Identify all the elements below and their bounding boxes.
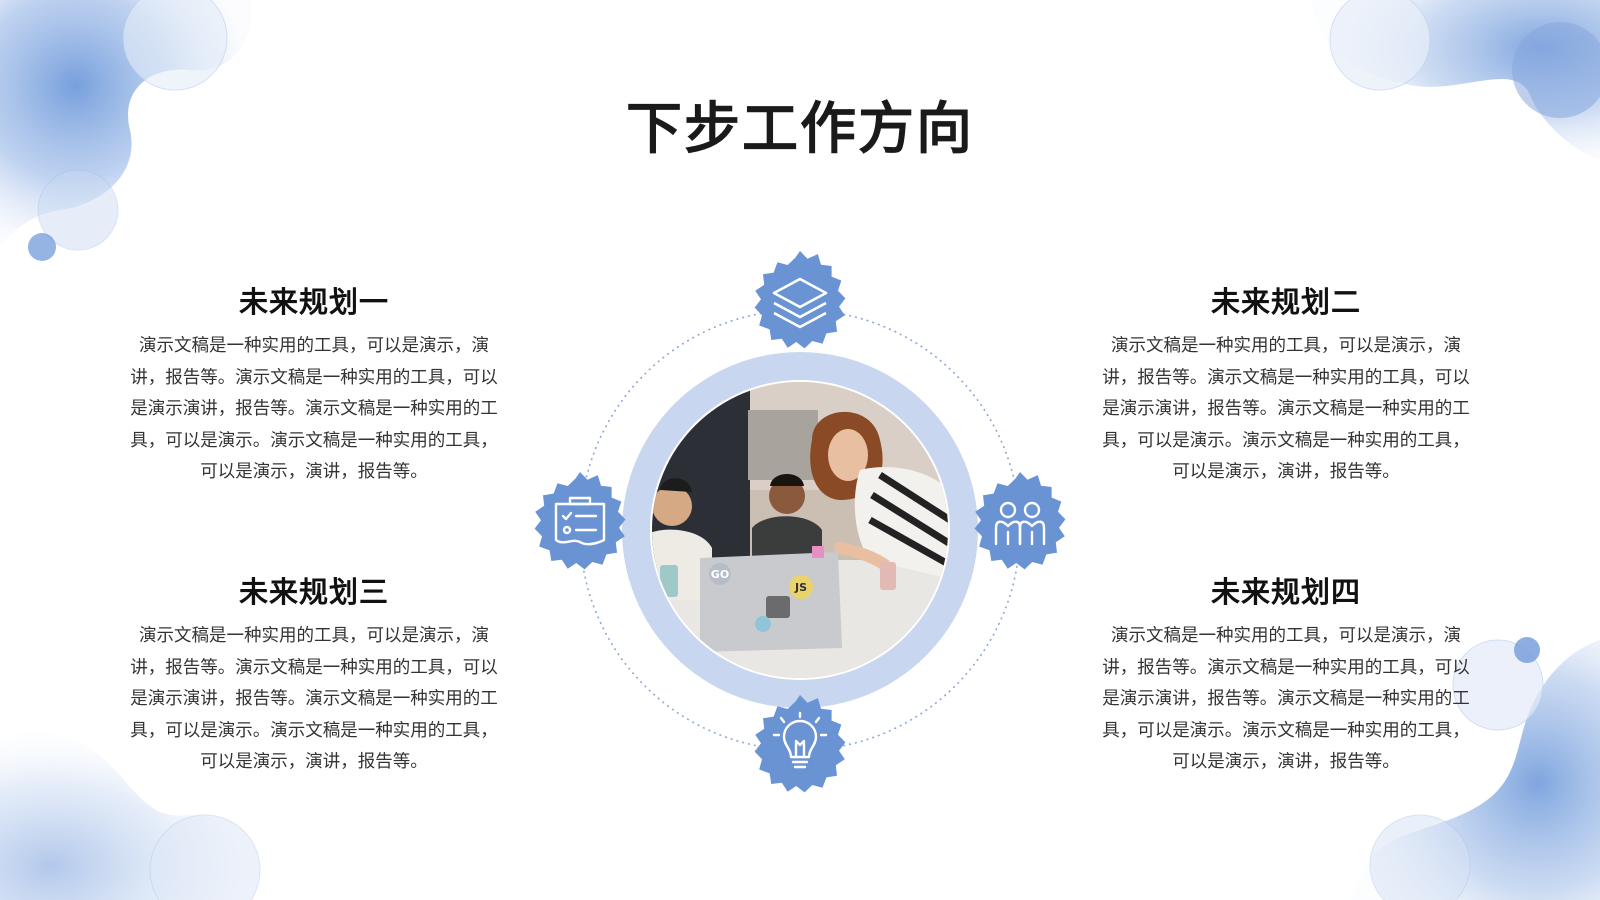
plan-block-3: 未来规划三 演示文稿是一种实用的工具，可以是演示，演讲，报告等。演示文稿是一种实… (124, 569, 504, 779)
laptop-sticker-go-label: GO (711, 568, 729, 581)
badge-bottom (754, 695, 846, 793)
plan-block-2: 未来规划二 演示文稿是一种实用的工具，可以是演示，演讲，报告等。演示文稿是一种实… (1096, 279, 1476, 489)
badge-right (974, 472, 1066, 570)
badge-top (754, 251, 846, 349)
plan-heading-4: 未来规划四 (1210, 575, 1361, 609)
lightbulb-icon (772, 711, 828, 769)
laptop-sticker-js (789, 575, 813, 599)
plan-block-4: 未来规划四 演示文稿是一种实用的工具，可以是演示，演讲，报告等。演示文稿是一种实… (1096, 569, 1476, 779)
laptop-sticker-js-label: JS (794, 581, 807, 594)
plan-body-2: 演示文稿是一种实用的工具，可以是演示，演讲，报告等。演示文稿是一种实用的工具，可… (1102, 336, 1470, 482)
plan-body-1: 演示文稿是一种实用的工具，可以是演示，演讲，报告等。演示文稿是一种实用的工具，可… (130, 336, 498, 482)
plan-heading-2: 未来规划二 (1210, 285, 1361, 319)
laptop-sticker-go (709, 563, 731, 585)
plan-heading-1: 未来规划一 (238, 285, 389, 319)
clipboard-checklist-icon (554, 496, 606, 546)
plan-block-1: 未来规划一 演示文稿是一种实用的工具，可以是演示，演讲，报告等。演示文稿是一种实… (124, 279, 504, 489)
plan-body-4: 演示文稿是一种实用的工具，可以是演示，演讲，报告等。演示文稿是一种实用的工具，可… (1102, 626, 1470, 772)
layers-icon (772, 277, 828, 329)
page-title: 下步工作方向 (626, 97, 974, 162)
badge-left (534, 472, 626, 570)
team-people-icon (994, 501, 1046, 546)
plan-heading-3: 未来规划三 (238, 575, 389, 609)
plan-body-3: 演示文稿是一种实用的工具，可以是演示，演讲，报告等。演示文稿是一种实用的工具，可… (130, 626, 498, 772)
